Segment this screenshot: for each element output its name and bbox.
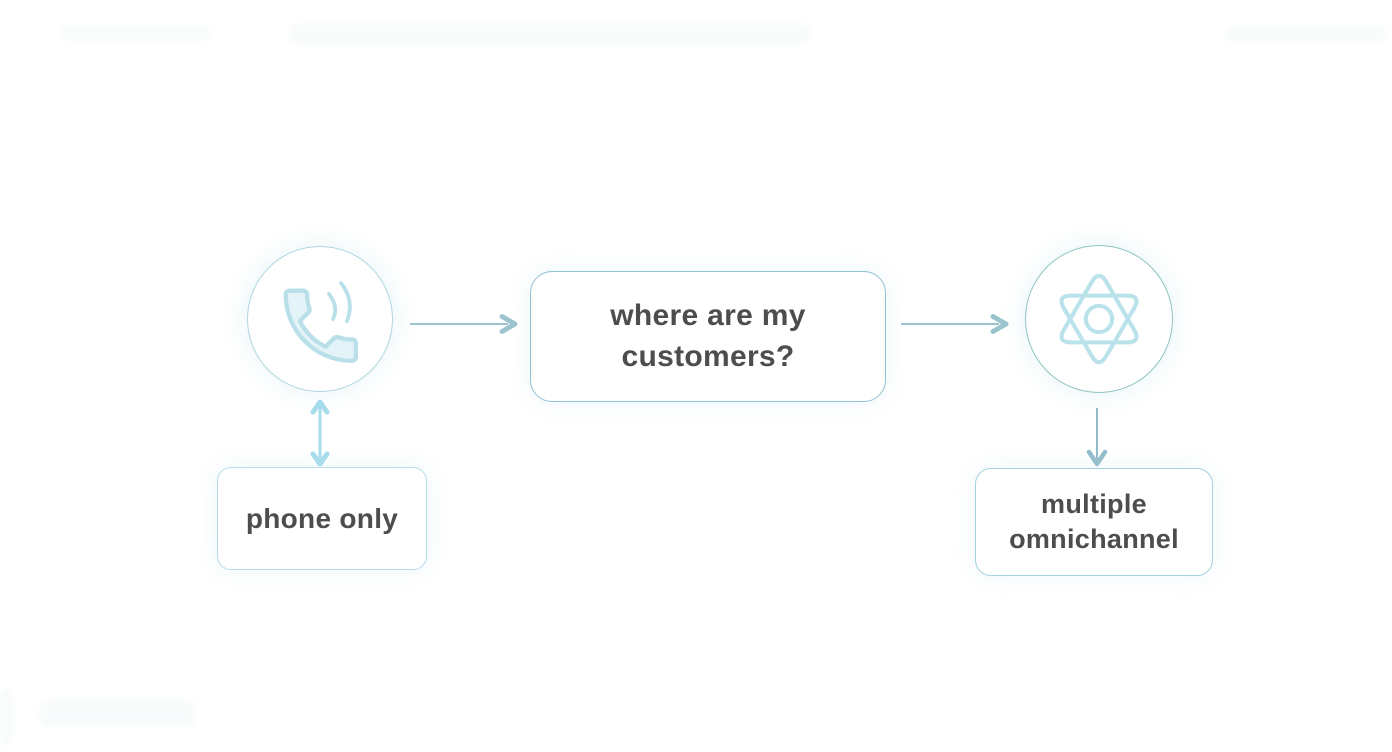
phone-node	[247, 246, 393, 392]
edge-smudge	[40, 700, 195, 726]
phone-only-box-label: phone only	[245, 502, 399, 534]
atom-icon	[1059, 273, 1139, 365]
question-box-label: where are my customers?	[610, 298, 806, 373]
arrow-question-to-atom	[901, 314, 1009, 334]
edge-smudge	[0, 688, 12, 746]
atom-node	[1025, 245, 1173, 393]
edge-smudge	[290, 24, 810, 44]
phone-only-box: phone only	[217, 467, 427, 570]
omnichannel-box: multiple omnichannel	[975, 468, 1213, 576]
arrow-phone-to-question	[410, 314, 518, 334]
edge-smudge	[60, 26, 210, 40]
arrow-atom-to-omnichannel	[1086, 408, 1108, 467]
phone-icon	[283, 281, 359, 364]
arrow-phone-to-phone-only	[310, 399, 330, 467]
question-box: where are my customers?	[530, 271, 886, 402]
omnichannel-box-label: multiple omnichannel	[1009, 488, 1179, 554]
edge-smudge	[1225, 26, 1385, 42]
